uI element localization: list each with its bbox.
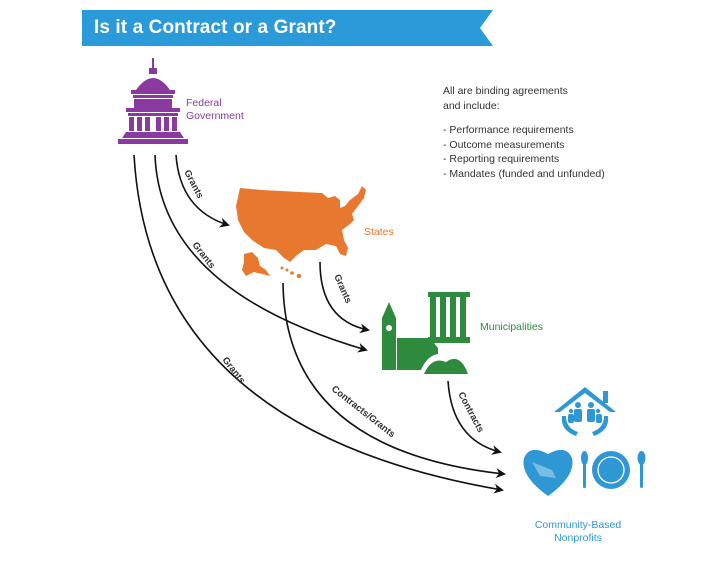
- flow-label: Grants: [220, 355, 248, 386]
- capitol-building-icon: [118, 58, 188, 144]
- flow-label: Grants: [331, 273, 354, 305]
- note-item: - Mandates (funded and unfunded): [443, 167, 605, 180]
- note-item: - Reporting requirements: [443, 153, 560, 165]
- nonprofits-label-line1: Community-Based: [534, 519, 622, 531]
- city-buildings-icon: [382, 292, 470, 374]
- page-title: Is it a Contract or a Grant?: [94, 17, 337, 38]
- note-item: - Outcome measurements: [443, 138, 565, 151]
- us-map-icon: [236, 186, 366, 279]
- federal-government-label: Federal Government: [186, 97, 244, 123]
- banner-ribbon-shape: [82, 10, 493, 46]
- arrow-federal-to-nonprofits: [133, 154, 504, 494]
- federal-label-line1: Federal: [186, 97, 222, 109]
- binding-agreements-note: All are binding agreements and include: …: [443, 84, 605, 181]
- municipalities-label: Municipalities: [480, 321, 544, 333]
- note-intro: All are binding agreements: [443, 85, 568, 97]
- nonprofits-label-line2: Nonprofits: [554, 532, 602, 544]
- arrow-states-to-nonprofits: [282, 282, 506, 479]
- title-banner: Is it a Contract or a Grant?: [82, 10, 493, 46]
- arrow-municipalities-to-nonprofits: [447, 380, 502, 455]
- note-intro: and include:: [443, 99, 500, 112]
- federal-label-line2: Government: [186, 110, 244, 122]
- flow-arrows: [133, 154, 506, 494]
- flow-label: Grants: [181, 168, 205, 200]
- arrow-federal-to-municipalities: [154, 154, 368, 353]
- note-item: - Performance requirements: [443, 124, 574, 136]
- nonprofits-label: Community-Based Nonprofits: [528, 519, 628, 545]
- flow-label: Contracts: [455, 390, 486, 434]
- arrow-states-to-municipalities: [319, 261, 370, 334]
- states-label: States: [364, 226, 394, 238]
- arrow-federal-to-states: [175, 154, 230, 228]
- community-care-icon: [523, 387, 646, 496]
- flow-label: Grants: [190, 240, 218, 271]
